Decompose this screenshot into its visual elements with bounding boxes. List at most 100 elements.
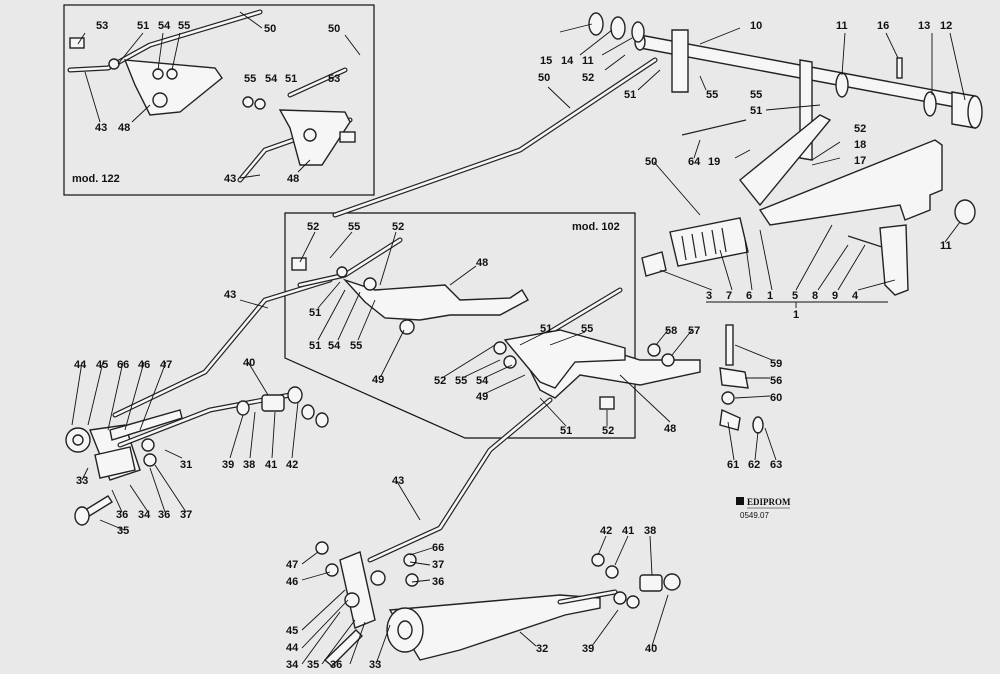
callout-43: 43: [392, 475, 404, 487]
inset-mod-102-parts: [291, 237, 626, 410]
callout-3: 3: [706, 290, 712, 302]
callout-52: 52: [392, 221, 404, 233]
callout-12: 12: [940, 20, 952, 32]
callout-54: 54: [328, 340, 341, 352]
callout-55: 55: [581, 323, 593, 335]
callout-19: 19: [708, 156, 720, 168]
callout-13: 13: [918, 20, 930, 32]
callout-53: 53: [328, 73, 340, 85]
callout-37: 37: [432, 559, 444, 571]
inset-mod-102-frame: [284, 212, 636, 439]
callout-52: 52: [602, 425, 614, 437]
callout-50: 50: [328, 23, 340, 35]
callout-38: 38: [243, 459, 255, 471]
callout-51: 51: [624, 89, 636, 101]
logo-brand: EDIPROM: [747, 497, 791, 507]
callout-14: 14: [561, 55, 574, 67]
callout-36: 36: [330, 659, 342, 671]
callout-36: 36: [158, 509, 170, 521]
callout-16: 16: [877, 20, 889, 32]
callout-57: 57: [688, 325, 700, 337]
callout-52: 52: [582, 72, 594, 84]
callout-18: 18: [854, 139, 866, 151]
callout-51: 51: [560, 425, 572, 437]
callout-50: 50: [645, 156, 657, 168]
callout-43: 43: [224, 289, 236, 301]
inset-mod-122-label: mod. 122: [72, 173, 120, 185]
rod-43-lower: [367, 397, 553, 563]
callout-42: 42: [286, 459, 298, 471]
callout-38: 38: [644, 525, 656, 537]
callout-33: 33: [76, 475, 88, 487]
callout-35: 35: [117, 525, 129, 537]
callout-44: 44: [286, 642, 299, 654]
callout-6: 6: [746, 290, 752, 302]
callout-52: 52: [854, 123, 866, 135]
callout-31: 31: [180, 459, 192, 471]
rod-50: [332, 57, 658, 218]
callout-35: 35: [307, 659, 319, 671]
callout-46: 46: [286, 576, 298, 588]
callout-47: 47: [286, 559, 298, 571]
callout-9: 9: [832, 290, 838, 302]
callout-49: 49: [476, 391, 488, 403]
callout-55: 55: [750, 89, 762, 101]
callout-4: 4: [852, 290, 859, 302]
callout-62: 62: [748, 459, 760, 471]
callout-49: 49: [372, 374, 384, 386]
callout-11: 11: [582, 55, 594, 67]
callout-56: 56: [770, 375, 782, 387]
callout-55: 55: [178, 20, 190, 32]
logo-code: 0549.07: [740, 511, 769, 520]
callout-39: 39: [222, 459, 234, 471]
callout-2: 1: [767, 290, 773, 302]
callout-42: 42: [600, 525, 612, 537]
callout-54: 54: [265, 73, 278, 85]
callout-45: 45: [96, 359, 108, 371]
inset-mod-122-frame: [63, 4, 375, 196]
inset-mod-102-label: mod. 102: [572, 221, 620, 233]
callout-55: 55: [455, 375, 467, 387]
callout-39: 39: [582, 643, 594, 655]
callout-55: 55: [706, 89, 718, 101]
callout-11: 11: [836, 20, 848, 32]
callout-51: 51: [309, 307, 321, 319]
callout-54: 54: [476, 375, 489, 387]
callout-11: 11: [940, 240, 952, 252]
callout-50: 50: [538, 72, 550, 84]
callout-52: 52: [434, 375, 446, 387]
callout-66: 66: [432, 542, 444, 554]
callout-1: 1: [793, 309, 799, 321]
callout-36: 36: [432, 576, 444, 588]
callout-41: 41: [622, 525, 634, 537]
callout-33: 33: [369, 659, 381, 671]
callout-labels: 53 51 54 55 50 50 55 54 51 53 43 48 43 4…: [72, 20, 952, 671]
callout-32: 32: [536, 643, 548, 655]
callout-48: 48: [118, 122, 130, 134]
ediprom-logo: EDIPROM 0549.07: [736, 497, 791, 520]
callout-51: 51: [285, 73, 297, 85]
callout-45: 45: [286, 625, 298, 637]
callout-60: 60: [770, 392, 782, 404]
pedal-pad: [641, 217, 749, 277]
callout-54: 54: [158, 20, 171, 32]
callout-34: 34: [138, 509, 151, 521]
callout-8: 8: [812, 290, 818, 302]
lower-linkage-assembly: [315, 541, 681, 667]
callout-59: 59: [770, 358, 782, 370]
callout-64: 64: [688, 156, 701, 168]
callout-63: 63: [770, 459, 782, 471]
main-shaft: [588, 12, 983, 161]
callout-48: 48: [287, 173, 299, 185]
callout-51: 51: [750, 105, 762, 117]
callout-50: 50: [264, 23, 276, 35]
callout-44: 44: [74, 359, 87, 371]
callout-52: 52: [307, 221, 319, 233]
callout-43: 43: [224, 173, 236, 185]
callout-17: 17: [854, 155, 866, 167]
callout-15: 15: [540, 55, 552, 67]
callout-36: 36: [116, 509, 128, 521]
callout-10: 10: [750, 20, 762, 32]
